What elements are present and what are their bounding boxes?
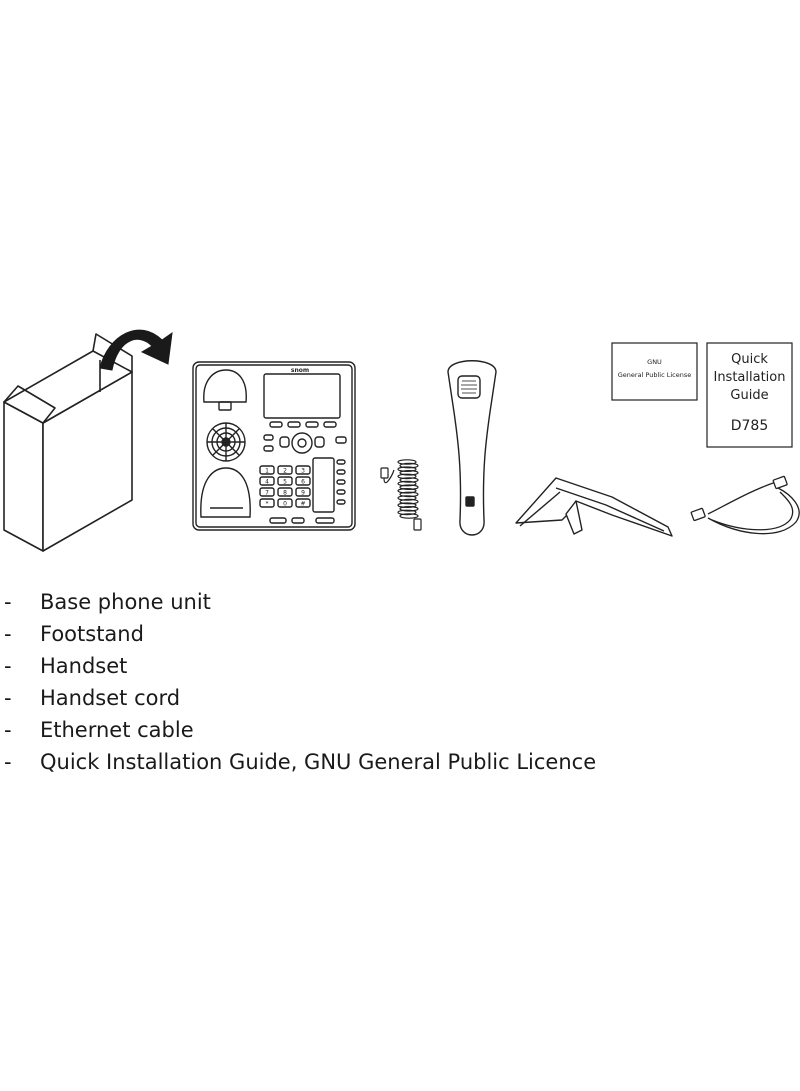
keypad-key-label: 4 — [265, 479, 269, 486]
package-contents-illustration: snom 1 2 3 4 5 6 7 8 9 * — [3, 329, 800, 552]
keypad-key-label: 8 — [283, 490, 287, 497]
keypad-key — [295, 476, 311, 486]
guide-card-line3: Guide — [730, 388, 768, 403]
cord-coil — [399, 491, 419, 498]
cord-coil — [399, 484, 419, 491]
keypad-key — [295, 498, 311, 508]
cord-coil — [399, 477, 419, 483]
cord-coil — [397, 466, 417, 473]
keypad-key — [259, 498, 275, 508]
cord-coil — [397, 487, 417, 494]
keypad-key-label: 9 — [301, 490, 305, 497]
cord-coil — [397, 480, 417, 487]
keypad-key-label: 1 — [265, 468, 269, 475]
keypad-key — [259, 476, 275, 486]
list-item-label: Footstand — [40, 622, 144, 646]
navigation-key — [291, 432, 313, 454]
keypad-key-label: 3 — [301, 468, 305, 475]
gpl-license-card: GNU General Public License — [611, 342, 698, 401]
arrow-icon — [99, 329, 173, 371]
keypad-key-label: 6 — [301, 479, 305, 486]
keypad-key-label: 5 — [283, 479, 287, 486]
gpl-card-line2: General Public License — [618, 371, 692, 379]
box-illustration — [3, 333, 133, 552]
list-bullet: - — [4, 750, 12, 774]
keypad-key — [277, 498, 293, 508]
dial-keypad: 1 2 3 4 5 6 7 8 9 * 0 # — [259, 465, 311, 508]
base-phone-illustration: snom 1 2 3 4 5 6 7 8 9 * — [192, 361, 356, 531]
list-bullet: - — [4, 622, 12, 646]
cord-coil — [397, 473, 417, 480]
list-bullet: - — [4, 590, 12, 614]
keypad-key — [277, 476, 293, 486]
keypad-key — [259, 465, 275, 475]
handset-illustration — [447, 360, 497, 536]
keypad-key — [277, 487, 293, 497]
cord-coil — [397, 459, 417, 465]
list-bullet: - — [4, 686, 12, 710]
list-bullet: - — [4, 654, 12, 678]
keypad-key — [259, 487, 275, 497]
phone-brand-label: snom — [291, 367, 309, 374]
keypad-key — [295, 465, 311, 475]
handset-cord-illustration — [380, 459, 422, 531]
cord-coil — [399, 498, 419, 505]
list-bullet: - — [4, 718, 12, 742]
gpl-card-line1: GNU — [647, 358, 662, 366]
keypad-key-label: * — [266, 501, 269, 508]
list-item-label: Base phone unit — [40, 590, 211, 614]
ethernet-cable-illustration — [690, 475, 800, 535]
cord-coil — [397, 502, 417, 509]
list-item-label: Handset cord — [40, 686, 181, 710]
keypad-key-label: 0 — [283, 501, 287, 508]
cord-coil — [397, 495, 417, 501]
cord-coil — [399, 469, 419, 476]
keypad-key — [277, 465, 293, 475]
list-item-label: Handset — [40, 654, 128, 678]
keypad-key-label: # — [300, 501, 305, 508]
guide-card-line2: Installation — [713, 370, 785, 385]
keypad-key-label: 2 — [283, 468, 287, 475]
guide-card-line1: Quick — [731, 352, 768, 367]
speaker-grille — [206, 422, 246, 462]
keypad-key-label: 7 — [265, 490, 269, 497]
footstand-illustration — [515, 477, 673, 537]
list-item-label: Ethernet cable — [40, 718, 194, 742]
cord-coil — [399, 513, 419, 519]
keypad-key — [295, 487, 311, 497]
cord-coil — [397, 509, 417, 516]
cord-coil — [399, 462, 419, 469]
cord-coil — [399, 505, 419, 512]
guide-card-model: D785 — [731, 418, 769, 434]
quick-installation-guide-card: Quick Installation Guide D785 — [706, 342, 793, 448]
list-item-label: Quick Installation Guide, GNU General Pu… — [40, 750, 597, 774]
